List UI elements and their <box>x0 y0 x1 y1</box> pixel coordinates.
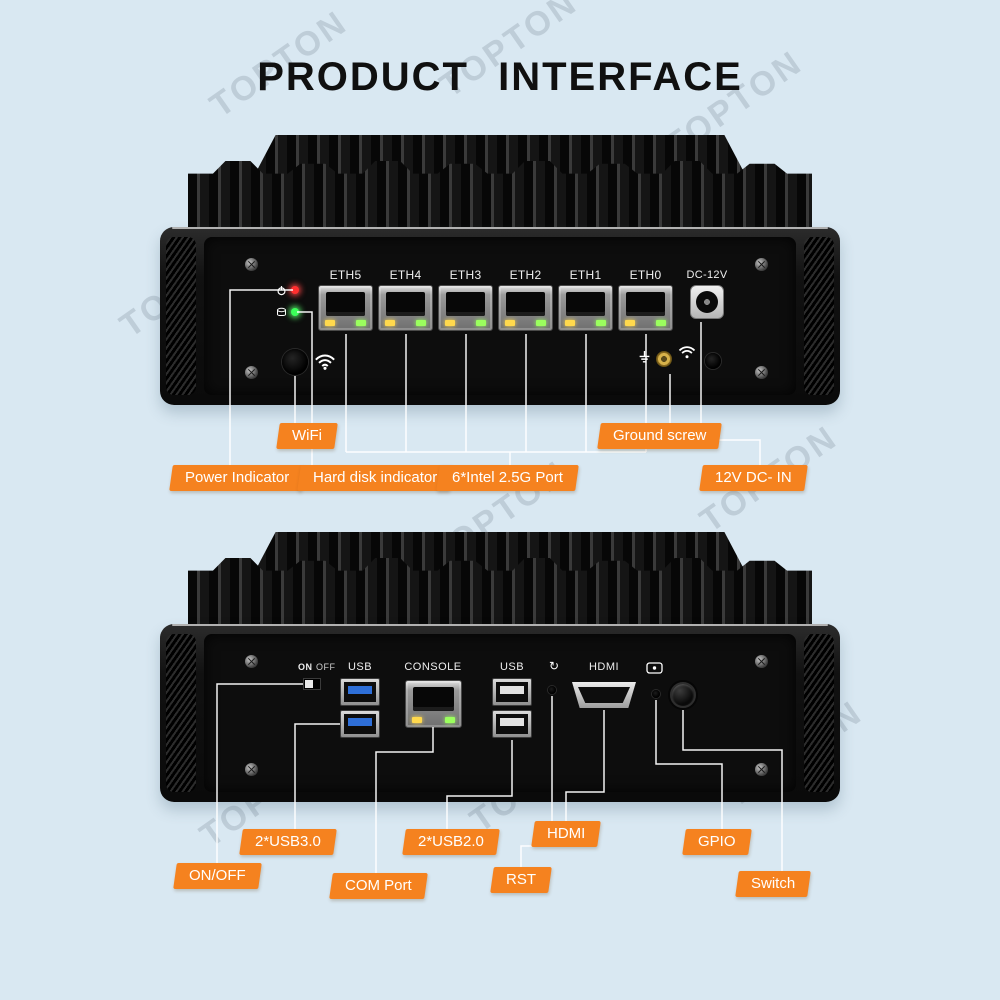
page-title: PRODUCT INTERFACE <box>257 55 743 99</box>
callout-usb2: 2*USB2.0 <box>404 829 498 855</box>
rj45-port <box>558 285 613 331</box>
hard-disk-icon <box>277 307 286 316</box>
callout-ground-screw: Ground screw <box>599 423 720 449</box>
onoff-switch <box>303 678 321 690</box>
usb3-port <box>340 678 380 706</box>
hdmi-label: HDMI <box>588 661 620 673</box>
left-vent <box>166 634 196 792</box>
eth-port-3: ETH3 <box>438 267 493 331</box>
bottom-device-body: ON OFF USB CONSOLE USB ↻ HDMI <box>160 624 840 802</box>
eth-port-label: ETH2 <box>509 268 542 282</box>
hdd-led <box>291 308 299 316</box>
callout-rst: RST <box>492 867 550 893</box>
antenna-hole <box>705 353 721 369</box>
callout-gpio: GPIO <box>684 829 750 855</box>
usb3-port <box>340 710 380 738</box>
rj45-port <box>378 285 433 331</box>
off-label: OFF <box>316 662 336 672</box>
dc-jack <box>690 285 724 319</box>
eth-port-label: ETH0 <box>629 268 662 282</box>
dc-label: DC-12V <box>686 269 728 281</box>
rj45-port <box>498 285 553 331</box>
callout-com-port: COM Port <box>331 873 426 899</box>
usb2-label: USB <box>499 661 525 673</box>
usb3-label: USB <box>347 661 373 673</box>
callout-on-off: ON/OFF <box>175 863 260 889</box>
screw-icon <box>755 763 768 776</box>
dc-power-input: DC-12V <box>676 267 738 319</box>
eth-port-5: ETH5 <box>318 267 373 331</box>
eth-port-0: ETH0 <box>618 267 673 331</box>
callout-switch: Switch <box>737 871 809 897</box>
console-label: CONSOLE <box>404 661 462 673</box>
eth-port-label: ETH1 <box>569 268 602 282</box>
eth-port-1: ETH1 <box>558 267 613 331</box>
gpio-hole <box>652 690 660 698</box>
power-button <box>670 682 696 708</box>
eth-port-label: ETH5 <box>329 268 362 282</box>
screw-icon <box>755 258 768 271</box>
callout-wifi: WiFi <box>278 423 336 449</box>
reset-icon: ↻ <box>549 659 560 673</box>
ethernet-ports: ETH5 ETH4 ETH3 ETH2 ETH1 <box>318 267 673 331</box>
callout-dc-in: 12V DC- IN <box>701 465 806 491</box>
right-vent <box>804 237 834 395</box>
rj45-port <box>318 285 373 331</box>
callout-power-indicator: Power Indicator <box>171 465 303 491</box>
top-device-body: ETH5 ETH4 ETH3 ETH2 ETH1 <box>160 227 840 405</box>
hdd-indicator-row <box>276 305 299 319</box>
screw-icon <box>245 763 258 776</box>
wifi-antenna-hole <box>282 349 308 375</box>
eth-port-label: ETH3 <box>449 268 482 282</box>
eth-port-2: ETH2 <box>498 267 553 331</box>
usb2-port <box>492 678 532 706</box>
wifi-icon <box>315 354 335 370</box>
bottom-device: ON OFF USB CONSOLE USB ↻ HDMI <box>160 532 840 804</box>
callout-hdmi: HDMI <box>533 821 599 847</box>
ir-receiver-icon <box>646 662 663 674</box>
console-port <box>405 680 462 728</box>
screw-icon <box>245 655 258 668</box>
screw-icon <box>245 366 258 379</box>
right-vent <box>804 634 834 792</box>
wifi-icon <box>678 346 696 359</box>
rj45-port <box>618 285 673 331</box>
callout-hard-disk-indicator: Hard disk indicator <box>299 465 451 491</box>
power-led <box>291 286 299 294</box>
callout-usb3: 2*USB3.0 <box>241 829 335 855</box>
on-label: ON <box>298 662 313 672</box>
screw-icon <box>755 655 768 668</box>
reset-pinhole <box>548 686 556 694</box>
eth-port-label: ETH4 <box>389 268 422 282</box>
power-icon <box>277 285 286 295</box>
usb2-port <box>492 710 532 738</box>
rj45-port <box>438 285 493 331</box>
status-leds <box>276 283 299 319</box>
hdmi-port <box>572 682 636 708</box>
antenna-connector <box>656 351 672 367</box>
screw-icon <box>755 366 768 379</box>
callout-lan-ports: 6*Intel 2.5G Port <box>438 465 577 491</box>
left-vent <box>166 237 196 395</box>
top-device: ETH5 ETH4 ETH3 ETH2 ETH1 <box>160 135 840 407</box>
power-indicator-row <box>276 283 299 297</box>
screw-icon <box>245 258 258 271</box>
ground-icon <box>639 351 650 363</box>
eth-port-4: ETH4 <box>378 267 433 331</box>
